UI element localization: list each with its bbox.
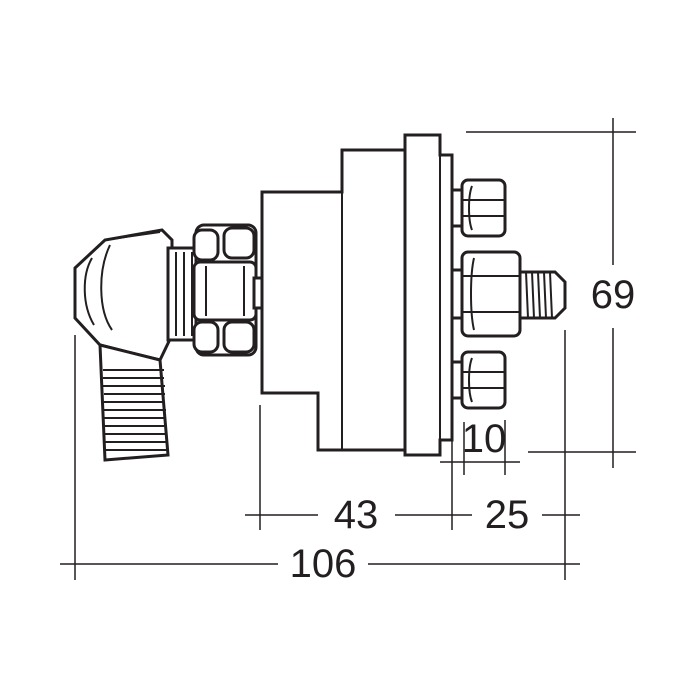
dimension-label-10: 10	[462, 417, 507, 461]
dimension-height: 69	[466, 118, 636, 468]
dimension-label-69: 69	[591, 273, 636, 317]
dimension-overall-width: 106	[60, 335, 580, 586]
body-flange	[403, 133, 454, 457]
terminal-upper	[450, 178, 507, 238]
terminal-centre	[450, 250, 522, 338]
dimension-label-25: 25	[485, 493, 530, 537]
switch-body	[260, 148, 410, 452]
key-threaded-shank	[98, 343, 170, 462]
key-handle	[73, 228, 174, 362]
terminal-threaded-stud	[518, 270, 567, 320]
dimension-label-106: 106	[290, 542, 357, 586]
panel-mounting-nut	[192, 223, 258, 357]
terminal-lower	[450, 350, 507, 410]
dimension-label-43: 43	[334, 493, 379, 537]
dimension-terminal-gap: 10	[440, 417, 520, 475]
dimension-body-and-terminal: 43 25	[245, 330, 580, 580]
